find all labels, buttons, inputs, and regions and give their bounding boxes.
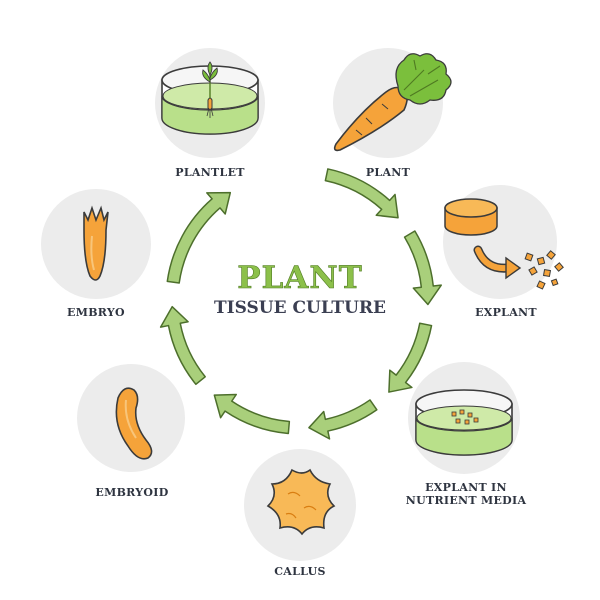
label-explant-media-1: EXPLANT IN: [425, 481, 507, 494]
label-embryo: EMBRYO: [67, 306, 125, 319]
label-callus: CALLUS: [274, 565, 326, 578]
cycle-arrow-2: [403, 230, 442, 306]
label-explant: EXPLANT: [475, 306, 537, 319]
label-embryoid: EMBRYOID: [95, 486, 169, 499]
cycle-arrow-4: [308, 399, 378, 440]
embryo-icon: [83, 205, 109, 281]
cycle-arrow-1: [324, 168, 399, 219]
label-explant-media-2: NUTRIENT MEDIA: [405, 494, 527, 507]
callus-icon: [266, 468, 336, 536]
plantlet-dish-icon: [161, 61, 259, 135]
cycle-arrow-3: [388, 322, 433, 393]
embryoid-icon: [115, 387, 153, 460]
nutrient-dish-icon: [415, 389, 513, 456]
diagram-title: PLANT: [237, 260, 363, 297]
label-plantlet: PLANTLET: [175, 166, 245, 179]
cycle-arrow-7: [166, 191, 232, 284]
carrot-plant-icon: [333, 53, 452, 152]
cycle-arrow-6: [159, 305, 206, 386]
cycle-arrow-5: [213, 393, 291, 435]
label-plant: PLANT: [365, 166, 411, 179]
cycle-arrows: [159, 168, 442, 440]
diagram-subtitle: TISSUE CULTURE: [214, 298, 386, 318]
explant-slice-icon: [444, 198, 564, 290]
